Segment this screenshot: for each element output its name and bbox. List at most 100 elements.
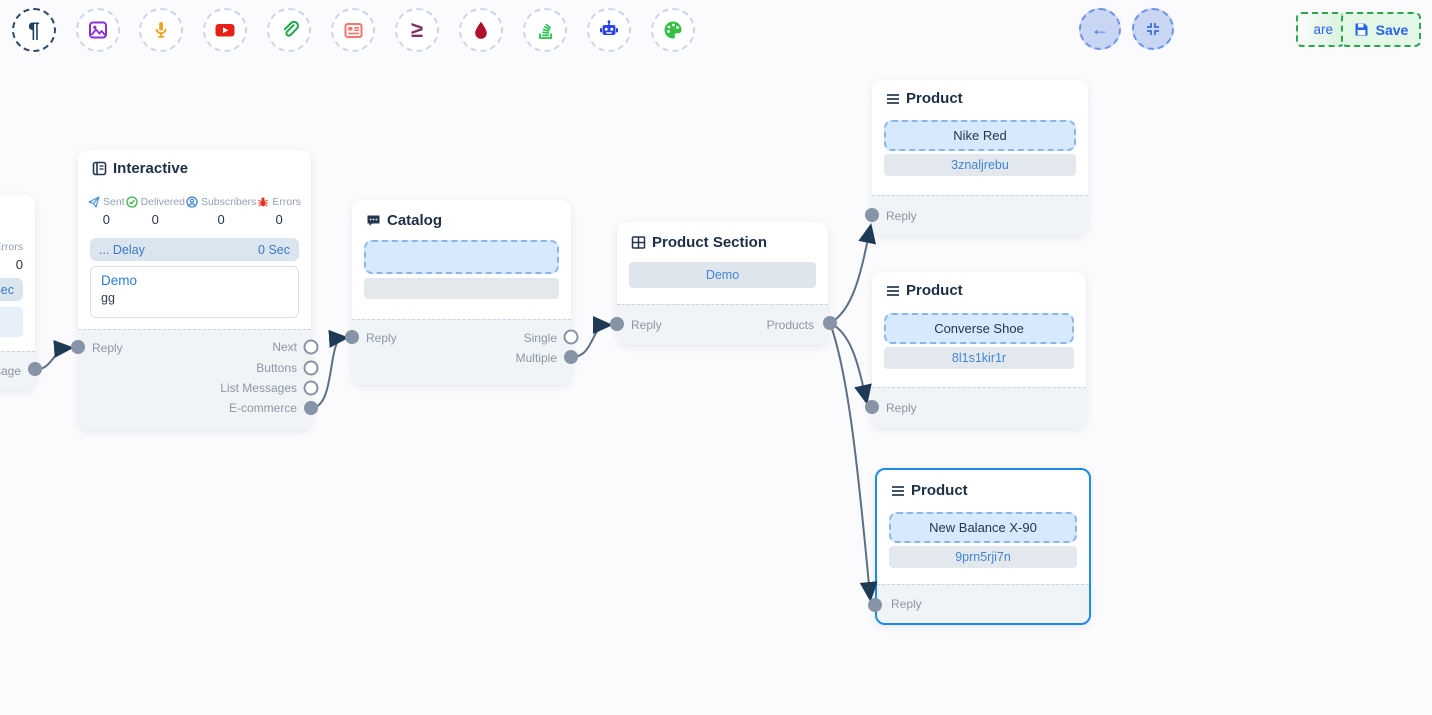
tool-image-button[interactable] <box>76 8 120 52</box>
output-list-messages-label: List Messages <box>220 381 297 395</box>
product-section-icon <box>631 236 646 249</box>
paperclip-icon <box>283 20 299 37</box>
delay-field[interactable]: ... Delay 0 Sec <box>90 238 299 261</box>
input-reply-label: Reply <box>366 331 397 345</box>
tool-audio-button[interactable] <box>139 8 183 52</box>
image-icon <box>89 21 107 39</box>
section-chip-label: Demo <box>705 268 740 282</box>
tool-chatbot-button[interactable] <box>587 8 631 52</box>
node-footer: Reply Products <box>617 304 828 345</box>
node-footer: Reply Single Multiple <box>352 319 571 385</box>
node-title: Product <box>886 90 963 107</box>
message-title: Demo <box>101 273 138 288</box>
stat-errors: Errors 0 <box>257 196 301 227</box>
input-reply-label: Reply <box>886 401 917 415</box>
node-product-section[interactable]: Product Section Demo Reply Products <box>617 222 828 345</box>
stats-row: Sent 0 Delivered 0 <box>88 196 301 227</box>
product-name-label: Converse Shoe <box>934 321 1024 336</box>
output-products-label: Products <box>766 318 814 332</box>
output-buttons-label: Buttons <box>256 361 297 375</box>
tool-text-button[interactable]: ¶ <box>12 8 56 52</box>
product-name-field[interactable]: Converse Shoe <box>884 313 1074 344</box>
message-chip[interactable] <box>0 307 23 337</box>
save-button-label: Save <box>1375 21 1409 38</box>
product-id-chip[interactable]: 3znaljrebu <box>884 154 1076 176</box>
connection-ecommerce-to-catalog <box>310 329 349 409</box>
node-product-1[interactable]: Product Nike Red 3znaljrebu Reply <box>872 80 1088 235</box>
back-button[interactable]: ← <box>1079 8 1121 50</box>
share-button-label: are <box>1313 22 1333 37</box>
product-id-label: 8l1s1kir1r <box>951 351 1007 365</box>
tool-drip-button[interactable] <box>459 8 503 52</box>
delay-value: Sec <box>0 282 14 297</box>
input-reply-label: Reply <box>631 318 662 332</box>
output-multiple-label: Multiple <box>515 351 557 365</box>
errors-icon <box>258 197 269 207</box>
product-name-label: New Balance X-90 <box>929 520 1037 535</box>
tool-sequence-button[interactable] <box>523 8 567 52</box>
fit-view-button[interactable] <box>1132 8 1174 50</box>
connection-products-to-product-3 <box>829 322 878 602</box>
node-footer: Reply <box>877 584 1089 623</box>
product-id-label: 3znaljrebu <box>951 158 1009 172</box>
delay-label: ... Delay <box>99 242 145 257</box>
message-body: gg <box>101 291 115 305</box>
microphone-icon <box>155 22 167 38</box>
delay-field[interactable]: Sec <box>0 278 23 301</box>
section-chip[interactable]: Demo <box>629 262 816 288</box>
palette-icon <box>664 21 682 39</box>
node-product-3[interactable]: Product New Balance X-90 9prn5rji7n Repl… <box>875 468 1091 625</box>
node-footer: Reply <box>872 387 1086 428</box>
node-product-2[interactable]: Product Converse Shoe 8l1s1kir1r Reply <box>872 272 1086 428</box>
product-name-label: Nike Red <box>953 128 1007 143</box>
youtube-icon <box>215 24 235 37</box>
paragraph-icon: ¶ <box>28 18 40 42</box>
node-title: Catalog <box>366 212 442 229</box>
node-title: Product <box>891 482 968 499</box>
product-icon <box>887 93 899 104</box>
save-button[interactable]: Save <box>1341 12 1421 47</box>
catalog-chip[interactable] <box>364 278 559 299</box>
newspaper-icon <box>344 22 362 38</box>
connection-products-to-product-2 <box>829 322 872 405</box>
node-footer: Message <box>0 351 35 390</box>
product-icon <box>892 485 904 496</box>
node-title-label: Product <box>906 90 963 107</box>
node-title-label: Catalog <box>387 212 443 229</box>
greater-equal-icon: ≥ <box>410 17 424 42</box>
save-icon <box>1355 23 1368 36</box>
product-id-chip[interactable]: 9prn5rji7n <box>889 546 1077 568</box>
back-arrow-icon: ← <box>1091 18 1109 39</box>
catalog-dropzone[interactable] <box>364 240 559 274</box>
share-button[interactable]: are <box>1296 12 1345 47</box>
tool-video-button[interactable] <box>203 8 247 52</box>
node-title: Interactive <box>92 160 188 177</box>
product-name-field[interactable]: New Balance X-90 <box>889 512 1077 543</box>
input-reply-label: Reply <box>886 209 917 223</box>
connection-message-to-interactive <box>34 339 74 371</box>
node-message-partial[interactable]: Errors 0 Sec Message <box>0 195 35 390</box>
node-title-label: Product Section <box>652 234 768 251</box>
node-title-label: Interactive <box>113 160 189 177</box>
stat-errors-value: 0 <box>15 257 23 272</box>
output-message-label: Message <box>0 364 21 378</box>
node-footer: Reply Next Buttons List Messages E-comme… <box>78 329 311 430</box>
product-name-field[interactable]: Nike Red <box>884 120 1076 151</box>
stat-errors-label: Errors <box>0 241 23 253</box>
node-title: Product Section <box>631 234 767 251</box>
input-reply-label: Reply <box>891 597 922 611</box>
catalog-icon <box>367 215 380 226</box>
product-id-chip[interactable]: 8l1s1kir1r <box>884 347 1074 369</box>
connection-products-to-product-1 <box>829 223 877 324</box>
interactive-icon <box>92 161 107 176</box>
tool-file-button[interactable] <box>267 8 311 52</box>
message-field[interactable]: Demo gg <box>90 266 299 318</box>
node-catalog[interactable]: Catalog Reply Single Multiple <box>352 200 571 385</box>
tool-template-button[interactable] <box>331 8 375 52</box>
tool-theme-button[interactable] <box>651 8 695 52</box>
compress-icon <box>1147 23 1159 35</box>
tool-condition-button[interactable]: ≥ <box>395 8 439 52</box>
stat-subscribers: Subscribers 0 <box>186 196 256 227</box>
node-interactive[interactable]: Interactive Sent 0 <box>78 150 311 430</box>
